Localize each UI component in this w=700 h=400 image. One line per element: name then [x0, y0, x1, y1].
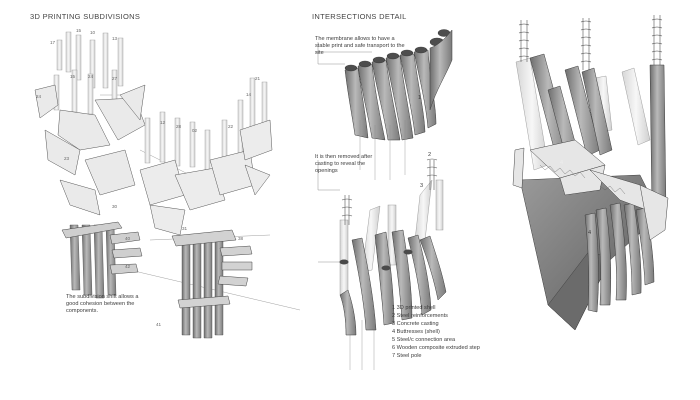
svg-text:30: 30	[112, 204, 118, 209]
intersections-drawing	[315, 29, 453, 370]
legend-item: 5 Steel/c connection area	[392, 337, 456, 343]
svg-text:38: 38	[238, 236, 244, 241]
svg-text:40: 40	[125, 236, 131, 241]
removed-note: It is then removed after casting to reve…	[315, 154, 373, 174]
axonometric-mark: 4	[560, 160, 564, 166]
svg-text:42: 42	[125, 264, 131, 269]
svg-text:12: 12	[160, 120, 166, 125]
svg-text:28: 28	[176, 124, 182, 129]
svg-text:23: 23	[64, 156, 70, 161]
intersections-title: INTERSECTIONS DETAIL	[312, 12, 407, 21]
svg-text:31: 31	[182, 226, 188, 231]
subdivisions-title: 3D PRINTING SUBDIVISIONS	[30, 12, 141, 21]
detail-mark-1: 1	[418, 95, 422, 101]
svg-text:24: 24	[36, 94, 42, 99]
membrane-note: The membrane allows to have a stable pri…	[315, 36, 405, 56]
legend-item: 1 3D printed shell	[392, 305, 436, 311]
svg-text:27: 27	[112, 76, 118, 81]
subdivision-note: The subdivision shift allows a good cohe…	[66, 294, 139, 314]
subdivisions-drawing: 17 15 10 13 24 24 27 15 23 30 40 42 12 28 02 22 14 2…	[34, 28, 301, 339]
svg-text:15: 15	[76, 28, 82, 33]
svg-text:02: 02	[192, 128, 198, 133]
svg-text:17: 17	[50, 40, 56, 45]
legend-item: 2 Steel reinforcements	[392, 313, 448, 319]
components-legend: 1 3D printed shell 2 Steel reinforcement…	[392, 304, 480, 360]
svg-text:21: 21	[255, 76, 261, 81]
svg-text:24: 24	[88, 74, 94, 79]
svg-text:13: 13	[112, 36, 118, 41]
axonometric-mark: 4	[588, 230, 592, 236]
detail-mark-3: 3	[420, 183, 424, 189]
legend-item: 4 Buttresses (shell)	[392, 329, 440, 335]
legend-item: 7 Steel pole	[392, 353, 422, 359]
svg-text:10: 10	[90, 30, 96, 35]
svg-text:14: 14	[246, 92, 252, 97]
detail-mark-2: 2	[428, 152, 432, 158]
legend-item: 3 Concrete casting	[392, 321, 439, 327]
svg-text:22: 22	[228, 124, 234, 129]
svg-text:15: 15	[70, 74, 76, 79]
axonometric-drawing	[512, 15, 669, 331]
legend-item: 6 Wooden composite extruded step	[392, 345, 480, 351]
svg-text:41: 41	[156, 322, 162, 327]
